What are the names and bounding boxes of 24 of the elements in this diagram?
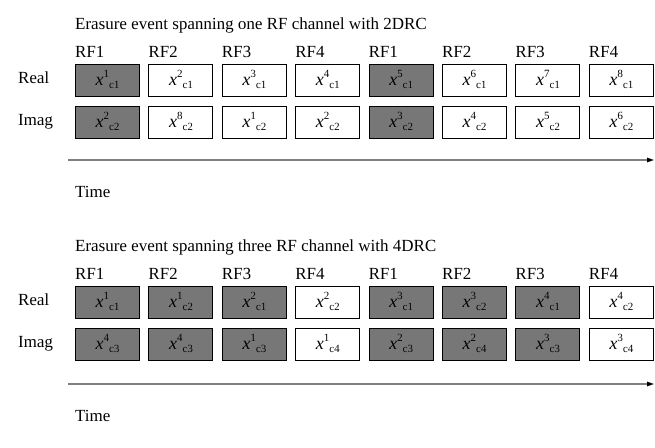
channel-label: RF1 — [368, 42, 398, 62]
channel-label: RF1 — [75, 42, 104, 62]
channel-label: RF4 — [295, 42, 324, 62]
channel-label: RF4 — [588, 264, 618, 284]
channel-label: RF2 — [148, 42, 178, 62]
panel-title: Erasure event spanning one RF channel with 2DRC — [75, 14, 427, 34]
panel-title: Erasure event spanning three RF channel with 4DRC — [75, 236, 436, 256]
channel-label: RF4 — [588, 42, 618, 62]
row-label: Real — [18, 68, 50, 88]
channel-label: RF2 — [442, 264, 472, 284]
channel-label: RF1 — [75, 264, 104, 284]
row-label: Real — [18, 290, 50, 310]
channel-label: RF3 — [222, 264, 252, 284]
channel-label: RF4 — [295, 264, 324, 284]
axis-label: Time — [75, 182, 110, 202]
channel-label: RF1 — [368, 264, 398, 284]
channel-label: RF2 — [442, 42, 472, 62]
channel-label: RF2 — [148, 264, 178, 284]
channel-label: RF3 — [515, 42, 545, 62]
axis-label: Time — [75, 406, 110, 426]
channel-label: RF3 — [222, 42, 252, 62]
row-label: Imag — [18, 110, 53, 130]
row-label: Imag — [18, 332, 53, 352]
channel-label: RF3 — [515, 264, 545, 284]
